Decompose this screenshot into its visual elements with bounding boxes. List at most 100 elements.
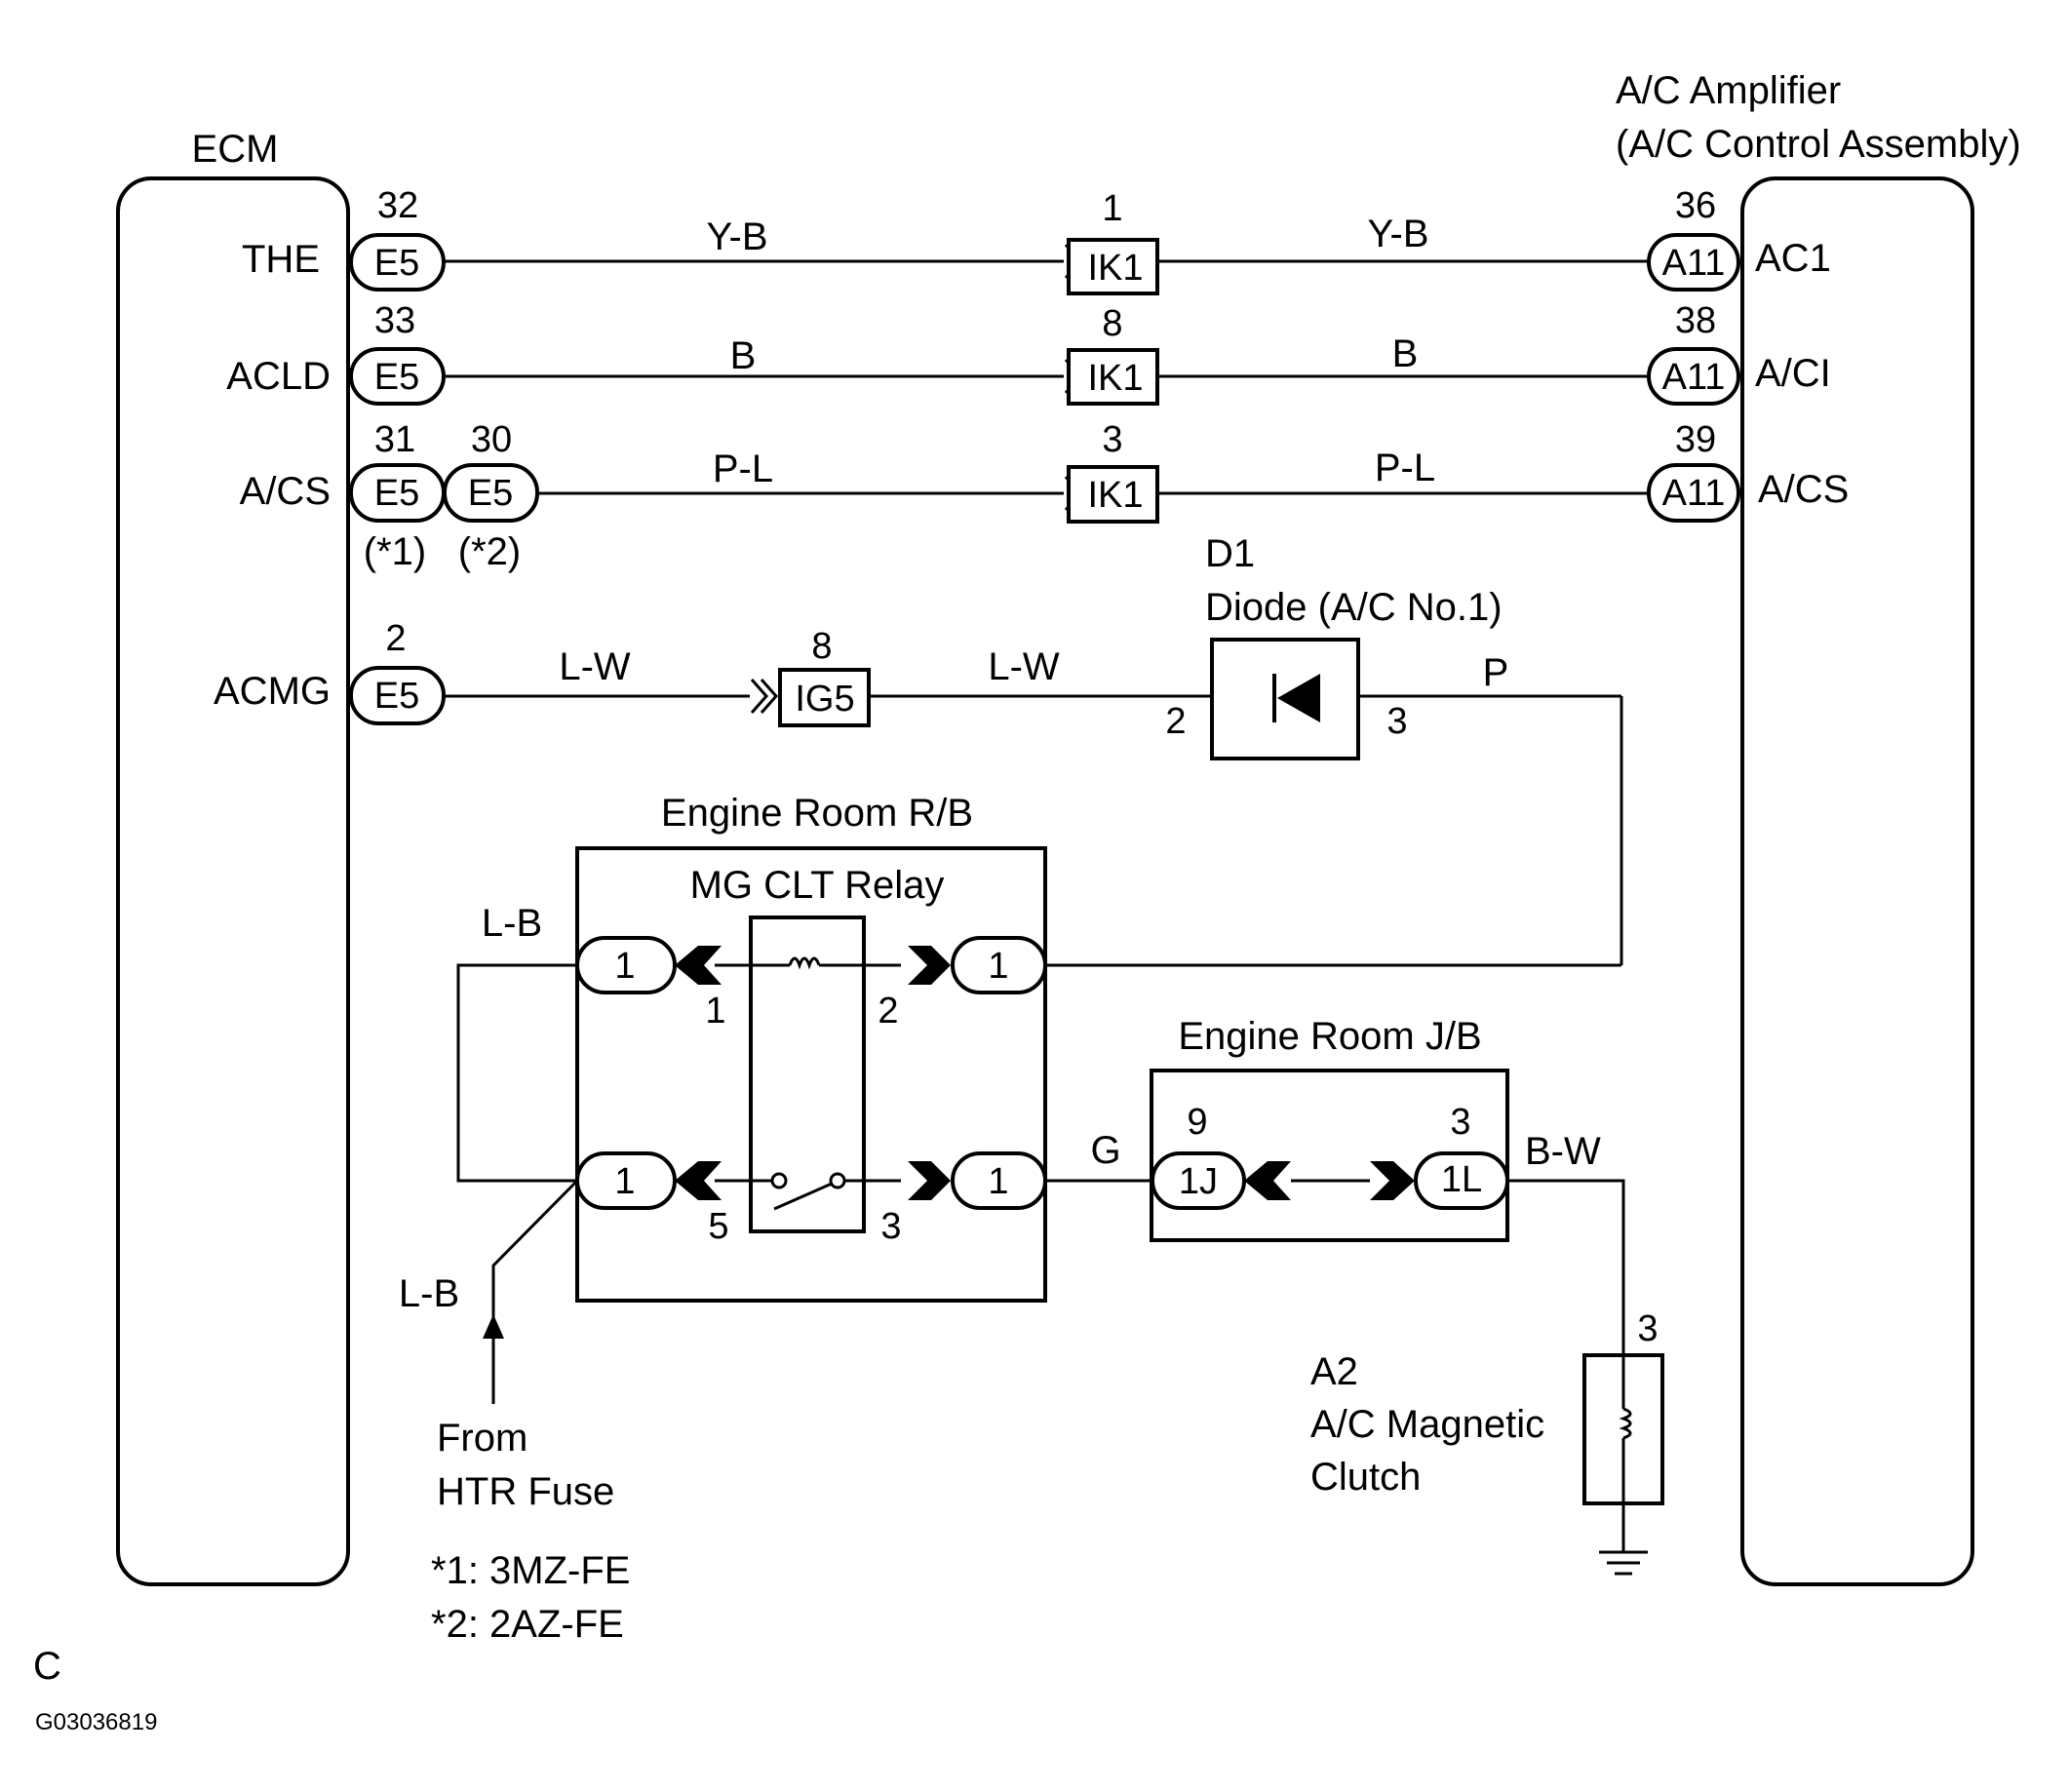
pin-number: 3	[1637, 1308, 1658, 1349]
diode-symbol	[1277, 674, 1320, 722]
footnote-ref-1: (*1)	[364, 530, 426, 573]
rb-connector	[574, 936, 678, 994]
pin-number: 3	[1450, 1102, 1470, 1143]
wire-color-label: L-B	[482, 902, 542, 945]
connector-ik1	[1067, 238, 1159, 295]
circuit-htr-feed: L-B L-B From HTR Fuse	[399, 902, 614, 1513]
circuit-row-acmg: E5 2 L-W IG5 8 L-W P	[349, 618, 1623, 965]
pin-number: 1	[705, 991, 725, 1032]
diode-id-label: D1	[1205, 532, 1255, 575]
ecm-terminal-acmg: ACMG	[214, 670, 331, 713]
connector-e5-2az	[443, 463, 539, 523]
rb-label: Engine Room R/B	[661, 792, 973, 835]
htr-fuse-label: HTR Fuse	[437, 1470, 614, 1513]
ecm-terminal-the: THE	[242, 238, 320, 281]
feed-arrow	[483, 1314, 504, 1339]
jb-connector-1l	[1413, 1151, 1510, 1210]
pin-number: 5	[708, 1206, 728, 1247]
ground-icon	[1599, 1550, 1648, 1576]
wire-color-label: B	[730, 334, 757, 377]
mg-clt-relay	[749, 915, 866, 1233]
wire-color-label: L-W	[988, 645, 1060, 688]
jb-label: Engine Room J/B	[1178, 1015, 1481, 1058]
footnote-ref-2: (*2)	[458, 530, 521, 573]
connector-label: 1	[988, 946, 1008, 987]
ac-amplifier-module: A/C Amplifier (A/C Control Assembly) AC1…	[1616, 69, 2021, 1586]
relay-switch-arm	[773, 1182, 833, 1211]
connector-label: E5	[374, 357, 419, 398]
ecm-terminal-acs: A/CS	[240, 470, 331, 513]
amp-terminal-acs: A/CS	[1758, 468, 1849, 511]
terminal-arrow	[908, 946, 951, 985]
from-label: From	[437, 1417, 527, 1460]
ecm-terminal-acld: ACLD	[226, 355, 331, 398]
connector-label: 1	[614, 946, 635, 987]
connector-label: IK1	[1087, 248, 1143, 289]
connector-label: E5	[374, 473, 419, 514]
wire-color-label: P-L	[1375, 447, 1435, 489]
connector-a11	[1647, 347, 1740, 406]
pin-number: 3	[1386, 701, 1407, 742]
diode-name-label: Diode (A/C No.1)	[1205, 586, 1503, 629]
pin-number: 31	[374, 419, 415, 460]
engine-room-rb: Engine Room R/B MG CLT Relay 1 1 1 1 1 2…	[574, 792, 1048, 1303]
wire-color-label: L-B	[399, 1272, 459, 1315]
wire-color-label: B	[1392, 332, 1419, 375]
jb-connector-1j	[1150, 1151, 1247, 1210]
terminal-arrow	[1244, 1161, 1291, 1200]
pin-number: 33	[374, 300, 415, 341]
connector-label: IK1	[1087, 358, 1143, 399]
terminal-arrow	[1370, 1161, 1415, 1200]
wire-color-label: P-L	[713, 448, 773, 490]
relay-contact	[829, 1172, 846, 1189]
wire-color-label: L-W	[559, 645, 631, 688]
pin-number: 8	[811, 626, 832, 667]
connector-a11	[1647, 463, 1740, 523]
connector-label: E5	[374, 243, 419, 284]
relay-label: MG CLT Relay	[690, 864, 945, 907]
wire-color-label: P	[1483, 651, 1509, 694]
relay-contact	[770, 1172, 788, 1189]
wire-color-label: Y-B	[706, 215, 767, 258]
connector-ig5	[778, 668, 871, 727]
clutch-name-label: A/C Magnetic	[1310, 1403, 1544, 1446]
connector-label: IG5	[795, 679, 854, 720]
ecm-module: ECM THE ACLD A/CS ACMG	[116, 128, 350, 1586]
connector-label: 1	[614, 1161, 635, 1202]
figure-code: G03036819	[35, 1709, 157, 1735]
connector-e5	[349, 233, 446, 292]
connector-label: A11	[1662, 243, 1726, 284]
connector-label: E5	[374, 676, 419, 717]
clutch-name-label-2: Clutch	[1310, 1456, 1421, 1499]
pin-number: 39	[1675, 419, 1716, 460]
pin-number: 30	[471, 419, 512, 460]
footnote-1: *1: 3MZ-FE	[431, 1549, 630, 1592]
connector-a11	[1647, 233, 1740, 292]
ac-amplifier-label: A/C Amplifier	[1616, 69, 1841, 112]
ac-magnetic-clutch: B-W 3 A2 A/C Magnetic Clutch	[1310, 1130, 1664, 1576]
pin-number: 3	[1102, 419, 1122, 460]
relay-coil-symbol	[788, 956, 821, 970]
connector-e5	[349, 666, 446, 725]
clutch-id-label: A2	[1310, 1350, 1358, 1393]
pin-number: 2	[878, 991, 898, 1032]
diode-d1: D1 Diode (A/C No.1) 2 3	[1165, 532, 1503, 760]
connector-label: 1J	[1179, 1161, 1218, 1202]
pin-number: 9	[1187, 1102, 1207, 1143]
rb-connector	[574, 1151, 678, 1210]
pin-number: 38	[1675, 300, 1716, 341]
engine-room-jb: G Engine Room J/B 1J 1L 9 3	[1045, 1015, 1510, 1242]
terminal-arrow	[908, 1161, 951, 1200]
connector-label: 1L	[1441, 1159, 1482, 1200]
circuit-row-the: E5 32 Y-B IK1 1 Y-B A11 36	[349, 185, 1740, 295]
rb-connector	[950, 1151, 1048, 1210]
amp-terminal-aci: A/CI	[1755, 352, 1831, 395]
pin-number: 36	[1675, 185, 1716, 226]
connector-e5	[349, 347, 446, 406]
pin-number: 8	[1102, 303, 1122, 344]
pin-number: 32	[377, 185, 418, 226]
wire-color-label: Y-B	[1367, 213, 1428, 255]
pin-number: 2	[1165, 701, 1186, 742]
clutch-coil-symbol	[1619, 1407, 1632, 1440]
